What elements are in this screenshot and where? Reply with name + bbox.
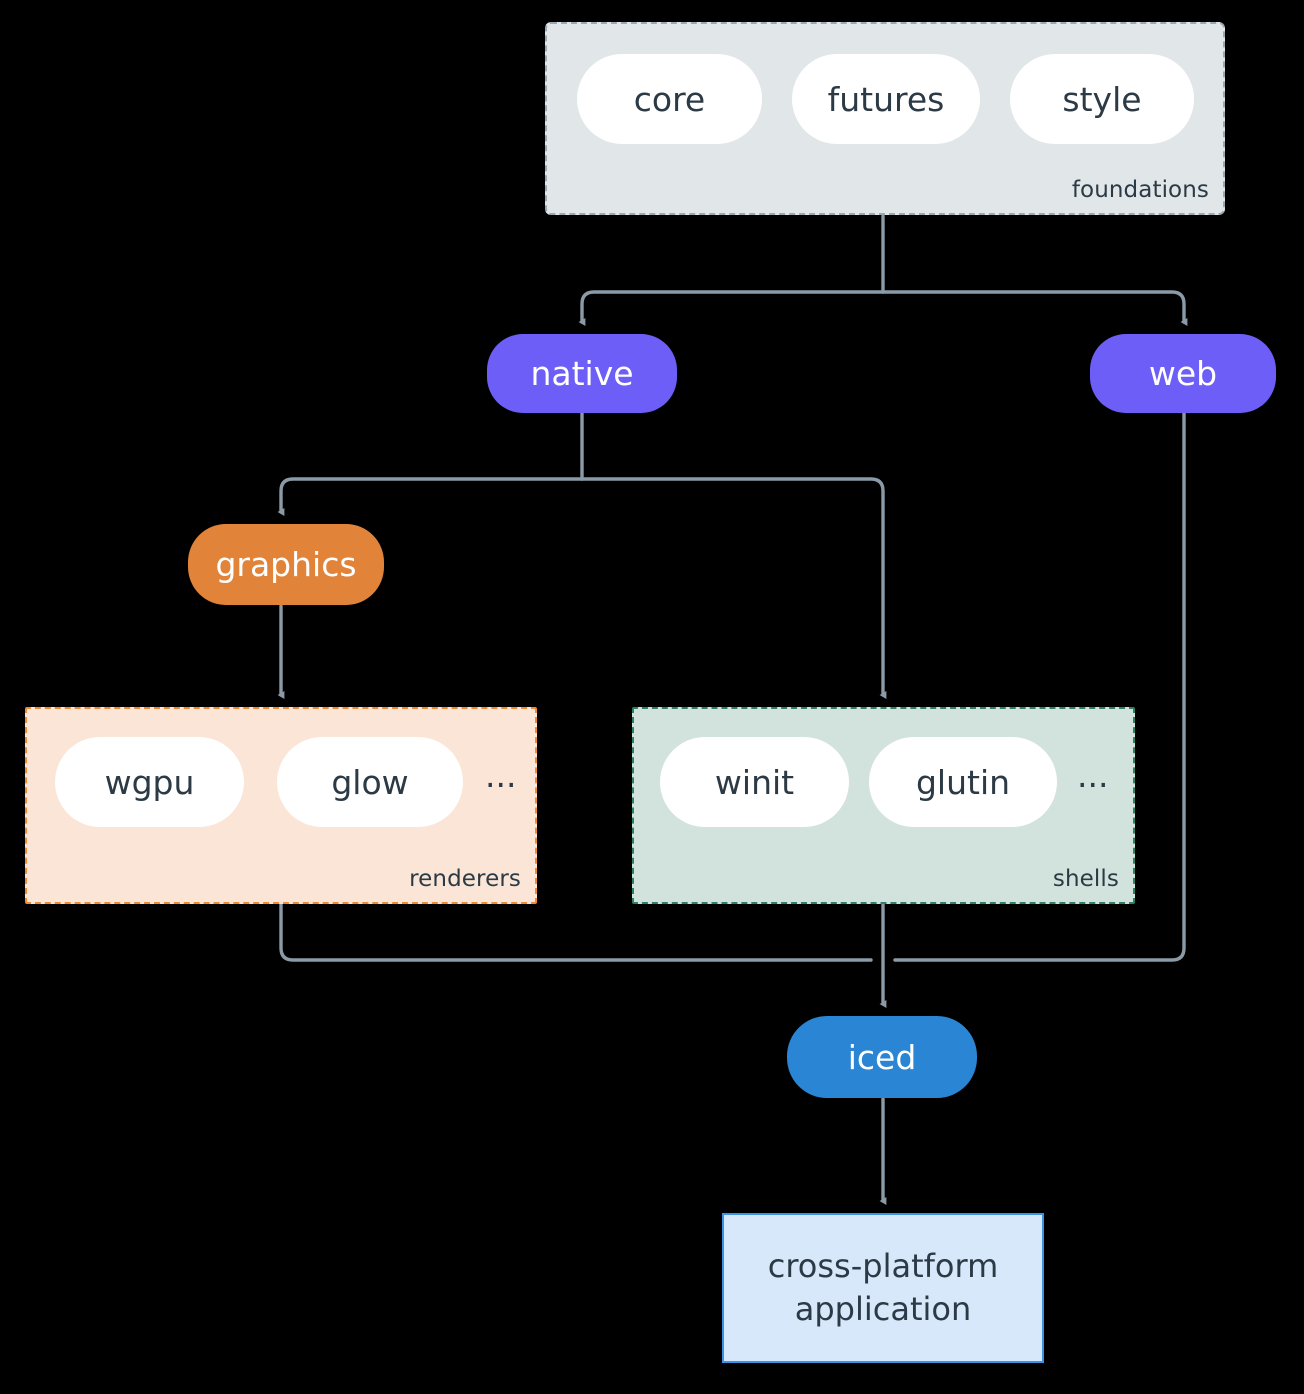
node-iced[interactable]: iced	[787, 1016, 977, 1098]
pill-style[interactable]: style	[1010, 54, 1194, 144]
foundations-members: core futures style	[577, 54, 1194, 144]
pill-futures[interactable]: futures	[792, 54, 980, 144]
group-label-foundations: foundations	[1071, 177, 1209, 203]
edge-native-to-shells	[580, 477, 887, 700]
shells-members: winit glutin ...	[660, 737, 1108, 827]
group-foundations: core futures style foundations	[545, 22, 1225, 215]
pill-winit[interactable]: winit	[660, 737, 849, 827]
application-line-1: cross-platform	[767, 1246, 999, 1285]
edge-renderers-to-iced	[279, 903, 873, 962]
node-native[interactable]: native	[487, 334, 677, 413]
edge-foundations-to-native	[578, 290, 885, 327]
pill-wgpu[interactable]: wgpu	[55, 737, 244, 827]
group-label-shells: shells	[1052, 866, 1119, 892]
edge-native-to-graphics	[277, 477, 584, 517]
group-shells: winit glutin ... shells	[632, 707, 1135, 904]
group-renderers: wgpu glow ... renderers	[25, 707, 537, 904]
renderers-more-ellipsis: ...	[485, 755, 517, 795]
pill-glutin[interactable]: glutin	[869, 737, 1057, 827]
node-graphics[interactable]: graphics	[188, 524, 384, 605]
node-web[interactable]: web	[1090, 334, 1276, 413]
pill-core[interactable]: core	[577, 54, 762, 144]
pill-glow[interactable]: glow	[277, 737, 463, 827]
group-label-renderers: renderers	[409, 866, 521, 892]
edge-foundations-to-web	[881, 290, 1188, 327]
application-line-2: application	[794, 1290, 972, 1328]
node-application[interactable]: cross-platform application	[722, 1213, 1044, 1363]
renderers-members: wgpu glow ...	[55, 737, 516, 827]
shells-more-ellipsis: ...	[1077, 755, 1109, 795]
